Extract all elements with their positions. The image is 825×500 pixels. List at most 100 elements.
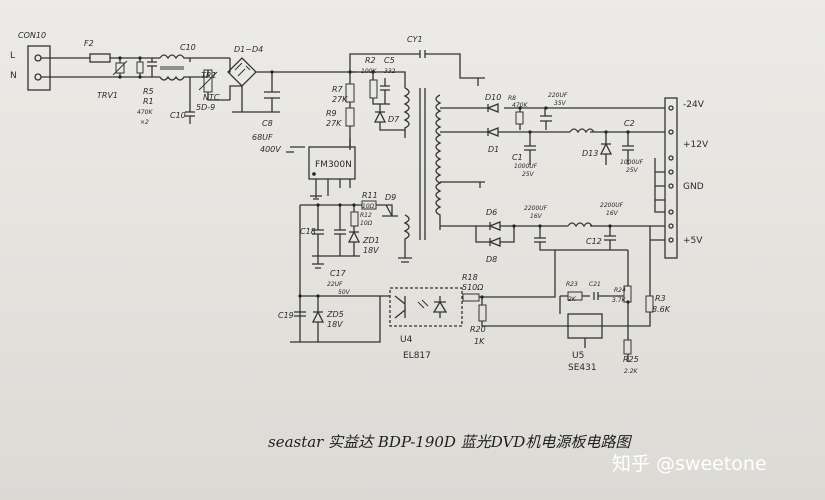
c2-volt: 25V <box>626 167 639 174</box>
c1-cap: 1000UF <box>514 163 538 170</box>
optocoupler-u4 <box>389 287 463 327</box>
r12-label: R12 <box>360 212 372 219</box>
d9-label: D9 <box>385 193 396 202</box>
diode-d1 <box>486 127 499 137</box>
cap-5v: 2200UF <box>524 205 548 212</box>
output-minus24v: -24V <box>683 100 705 110</box>
r23-value: 2K <box>568 296 577 303</box>
cap-24v: 220UF <box>548 92 568 99</box>
r11-label: R11 <box>362 191 378 200</box>
r1-label: R1 <box>143 97 154 106</box>
watermark: 知乎 @sweetone <box>612 453 767 475</box>
c8-cap: 68UF <box>252 133 273 142</box>
shunt-regulator-u5 <box>559 296 603 348</box>
u5-label: U5 <box>572 351 584 361</box>
zd1-label: ZD1 <box>362 236 380 245</box>
output-gnd: GND <box>683 182 704 192</box>
zd1-value: 18V <box>363 246 379 255</box>
zd5-value: 18V <box>327 320 343 329</box>
diode-d13 <box>599 132 613 165</box>
c17-volt: 50V <box>338 289 351 296</box>
diode-d7 <box>373 104 405 131</box>
u4-part: EL817 <box>403 351 431 361</box>
resistor-r2 <box>369 79 378 99</box>
c21-label: C21 <box>589 281 601 288</box>
output-plus12v: +12V <box>683 140 709 150</box>
r1-value: 470K <box>137 109 153 116</box>
cap-5v-b: 2200UF <box>600 202 624 209</box>
d1-label: D1 <box>488 145 499 154</box>
u4-label: U4 <box>400 335 413 345</box>
r8-label: R8 <box>508 95 516 102</box>
r20-label: R20 <box>470 325 486 334</box>
c17-label: C17 <box>330 269 347 278</box>
c8-volt: 400V <box>260 145 281 154</box>
resistor-r1 <box>136 58 144 77</box>
r9-label: R9 <box>326 109 337 118</box>
r20-value: 1K <box>474 337 485 346</box>
r25-label: R25 <box>623 355 639 364</box>
pin-n-label: N <box>10 71 17 81</box>
r7-label: R7 <box>332 85 344 94</box>
bridge-rectifier <box>227 57 355 112</box>
diode-d8 <box>475 226 515 247</box>
r24-label: R24 <box>614 287 626 294</box>
r2-value: 100K <box>361 68 377 75</box>
c5-label: C5 <box>384 56 395 65</box>
resistor-r23 <box>567 291 583 301</box>
d7-label: D7 <box>388 115 400 124</box>
zener-zd1 <box>347 231 361 256</box>
resistor-r25 <box>623 339 632 355</box>
d8-label: D8 <box>486 255 497 264</box>
c19-label: C19 <box>278 311 294 320</box>
zener-zd5 <box>311 296 325 342</box>
d10-label: D10 <box>485 93 501 102</box>
cap-24v-volt: 35V <box>554 100 567 107</box>
r25-value: 2.2K <box>624 368 639 375</box>
r23-label: R23 <box>566 281 578 288</box>
zd5-label: ZD5 <box>326 310 344 319</box>
c17-cap: 22UF <box>327 281 343 288</box>
d6-label: D6 <box>486 208 497 217</box>
r3-label: R3 <box>655 294 666 303</box>
u5-part: SE431 <box>568 363 597 373</box>
c1-volt: 25V <box>522 171 535 178</box>
cap-5v-volt: 16V <box>530 213 543 220</box>
resistor-r12 <box>350 211 359 227</box>
input-connector: CON10 L N <box>10 31 51 91</box>
cap-5v-b-volt: 16V <box>606 210 619 217</box>
resistor-r11 <box>361 200 377 210</box>
r18-value: 510Ω <box>462 283 484 292</box>
r1-multiplier: ×2 <box>140 119 149 126</box>
c5-value: 332 <box>384 68 396 75</box>
bridge-label: D1~D4 <box>234 45 263 54</box>
r9-value: 27K <box>326 119 342 128</box>
connector-name: CON10 <box>18 31 46 40</box>
tr1-label: TR1 <box>201 71 217 80</box>
r5-label: R5 <box>143 87 154 96</box>
r12-value: 10Ω <box>360 220 373 227</box>
r8-value: 470K <box>512 102 528 109</box>
thermistor-ntc <box>190 69 230 101</box>
c12-label: C12 <box>586 237 602 246</box>
d13-label: D13 <box>582 149 598 158</box>
output-connector <box>649 97 678 259</box>
diagram-title: seastar 实益达 BDP-190D 蓝光DVD机电源板电路图 <box>268 433 632 451</box>
pin-l-label: L <box>10 51 15 61</box>
c8-label: C8 <box>262 119 273 128</box>
trv1-label: TRV1 <box>97 91 118 100</box>
cy1-label: CY1 <box>407 35 423 44</box>
resistor-r18 <box>462 293 480 302</box>
resistor-r9 <box>345 107 355 127</box>
diode-d6 <box>488 221 501 231</box>
c10-bottom-label: C10 <box>170 111 186 120</box>
output-plus5v: +5V <box>683 236 703 246</box>
r2-label: R2 <box>365 56 376 65</box>
ntc-value: 5D-9 <box>196 103 215 112</box>
ic-label: FM300N <box>315 160 352 170</box>
fuse-f2 <box>89 53 111 63</box>
c2-label: C2 <box>624 119 635 128</box>
c2-cap: 1000UF <box>620 159 644 166</box>
c18-label: C18 <box>300 227 316 236</box>
